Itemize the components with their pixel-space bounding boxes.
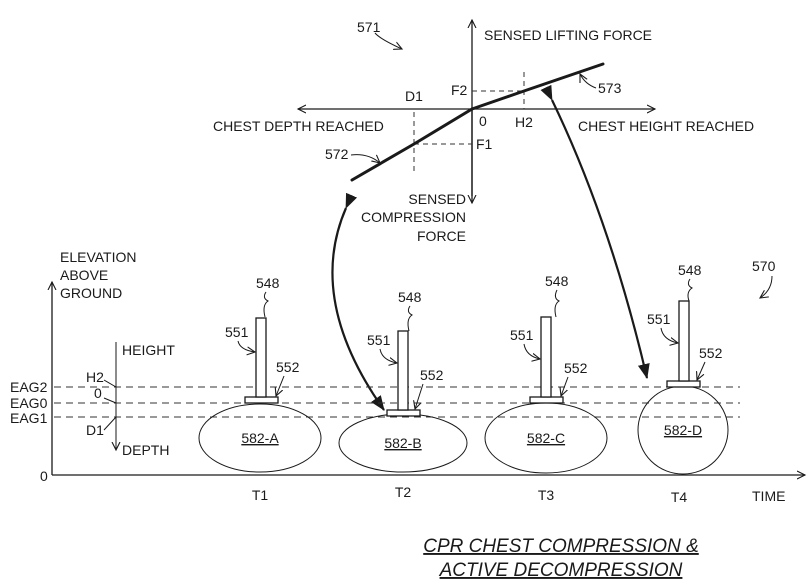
time-t3-label: T3 — [538, 487, 555, 503]
eag1-label: EAG1 — [10, 410, 48, 426]
shaft-551-t2 — [397, 330, 409, 411]
ref-551-t4-arrow-icon — [660, 327, 678, 343]
pad-552-t1 — [244, 396, 279, 404]
elevation-label-2: ABOVE — [60, 267, 108, 283]
ref-551-t1: 551 — [225, 324, 249, 340]
d1-label: D1 — [405, 88, 423, 104]
ref-570-arrow-icon — [760, 275, 773, 298]
ref-551-t3-arrow-icon — [523, 343, 540, 359]
d1-marker-label: D1 — [86, 422, 104, 438]
d1-leader — [103, 416, 117, 431]
sensed-compression-label-2: COMPRESSION — [361, 209, 466, 225]
ref-548-t1: 548 — [256, 275, 280, 291]
time-t4-label: T4 — [671, 489, 688, 505]
chest-582-a — [198, 403, 322, 473]
time-t2-label: T2 — [395, 484, 412, 500]
shaft-551-t4 — [678, 300, 690, 382]
ref-572: 572 — [325, 146, 349, 162]
frame-t1: 582-A 548 551 552 T1 — [198, 275, 322, 503]
chest-582-a-label: 582-A — [241, 430, 279, 446]
ref-552-t3-arrow-icon — [561, 376, 569, 396]
frame-t3: 582-C 548 551 552 T3 — [484, 273, 608, 503]
ref-571: 571 — [357, 19, 381, 35]
elevation-label-1: ELEVATION — [60, 249, 137, 265]
ref-548-t3-leader — [554, 289, 560, 318]
frame-t2: 582-B 548 551 552 T2 — [338, 289, 468, 500]
chest-height-reached-label: CHEST HEIGHT REACHED — [578, 118, 754, 134]
chest-582-b-label: 582-B — [384, 435, 421, 451]
shaft-551-t1 — [255, 317, 267, 398]
pad-552-t4 — [666, 380, 701, 388]
sensed-compression-label-3: FORCE — [417, 228, 466, 244]
shaft-551-t3 — [540, 316, 552, 398]
time-t1-label: T1 — [252, 487, 269, 503]
sensed-lifting-force-label: SENSED LIFTING FORCE — [484, 27, 652, 43]
zero-marker-label: 0 — [94, 385, 102, 401]
lifting-curve — [470, 62, 605, 111]
chest-depth-reached-label: CHEST DEPTH REACHED — [213, 118, 384, 134]
pad-552-t2 — [386, 409, 421, 417]
eag2-label: EAG2 — [10, 379, 48, 395]
ref-572-arrow-icon — [350, 154, 380, 163]
height-label: HEIGHT — [122, 342, 175, 358]
depth-label: DEPTH — [122, 442, 169, 458]
correlation-arrow-lifting-icon — [540, 84, 650, 379]
time-label: TIME — [752, 488, 785, 504]
elevation-label-3: GROUND — [60, 285, 122, 301]
ref-552-t4-arrow-icon — [697, 361, 706, 380]
ref-570: 570 — [752, 258, 776, 274]
sensed-compression-label-1: SENSED — [408, 191, 466, 207]
h2-leader — [103, 379, 117, 388]
correlation-arrow-compression-icon — [331, 192, 385, 411]
figure-title-line-2: ACTIVE DECOMPRESSION — [439, 560, 683, 581]
ref-548-t2-leader — [407, 305, 413, 332]
chest-582-c-label: 582-C — [527, 430, 565, 446]
origin-label: 0 — [479, 113, 487, 129]
zero-leader — [103, 397, 117, 404]
pad-552-t3 — [529, 396, 564, 404]
ref-548-t4-leader — [687, 278, 693, 302]
compression-curve — [350, 107, 474, 182]
ref-551-t4: 551 — [647, 311, 671, 327]
ref-551-t2: 551 — [367, 332, 391, 348]
chest-582-d-label: 582-D — [664, 422, 702, 438]
frame-t4: 582-D 548 551 552 T4 — [637, 262, 729, 505]
eag0-label: EAG0 — [10, 395, 48, 411]
ref-571-arrow-icon — [374, 32, 402, 49]
h2-marker-label: H2 — [86, 369, 104, 385]
ref-552-t4: 552 — [699, 345, 723, 361]
ref-548-t3: 548 — [545, 273, 569, 289]
ref-548-t1-leader — [263, 291, 269, 318]
ref-548-t4: 548 — [678, 262, 702, 278]
force-graph: 571 SENSED LIFTING FORCE CHEST DEPTH REA… — [213, 19, 754, 244]
ref-551-t1-arrow-icon — [237, 340, 255, 352]
ref-552-t1-arrow-icon — [276, 375, 285, 396]
ref-552-t2-arrow-icon — [415, 383, 424, 409]
ref-551-t3: 551 — [510, 327, 534, 343]
ref-552-t1: 552 — [276, 359, 300, 375]
figure-title-line-1: CPR CHEST COMPRESSION & — [423, 536, 699, 557]
f2-label: F2 — [451, 82, 468, 98]
ref-573-arrow-icon — [580, 74, 597, 89]
ref-573: 573 — [598, 80, 622, 96]
elevation-graph: 570 ELEVATION ABOVE GROUND 0 TIME EAG2 E… — [10, 249, 805, 505]
h2-label: H2 — [515, 114, 533, 130]
ref-552-t3: 552 — [564, 360, 588, 376]
ref-548-t2: 548 — [398, 289, 422, 305]
ref-552-t2: 552 — [420, 367, 444, 383]
elevation-origin-label: 0 — [40, 468, 48, 484]
f1-label: F1 — [476, 136, 493, 152]
ref-551-t2-arrow-icon — [379, 348, 397, 363]
